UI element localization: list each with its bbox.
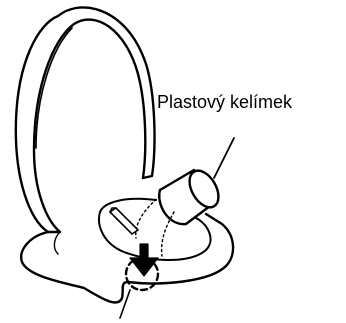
- seat-body-left-edge: [54, 232, 60, 254]
- cup-callout-label: Plastový kelímek: [157, 92, 292, 112]
- bowl-opening-top: [100, 199, 156, 212]
- cup-path-dotted-1: [136, 196, 160, 238]
- cup-leader-line: [214, 138, 234, 178]
- nozzle: [110, 208, 138, 234]
